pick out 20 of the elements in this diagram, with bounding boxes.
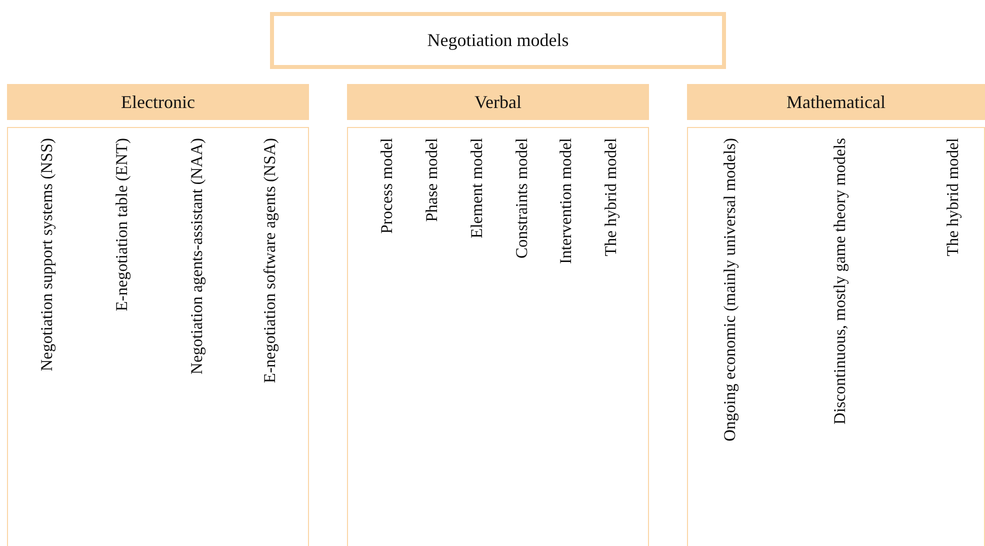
model-label: Ongoing economic (mainly universal models) xyxy=(722,138,738,442)
category-panel xyxy=(347,127,649,546)
model-label: Phase model xyxy=(424,138,440,222)
model-label: Negotiation support systems (NSS) xyxy=(39,138,56,372)
model-label: Process model xyxy=(379,138,396,234)
model-label: Element model xyxy=(469,138,486,238)
model-label: Discontinuous, mostly game theory models xyxy=(832,138,848,424)
model-label: E-negotiation table (ENT) xyxy=(114,138,130,312)
category-panel xyxy=(687,127,985,546)
model-label: Negotiation agents-assistant (NAA) xyxy=(189,138,206,374)
category-header: Electronic xyxy=(7,84,309,120)
category-header: Verbal xyxy=(347,84,649,120)
model-label: The hybrid model xyxy=(603,138,620,256)
model-label: Constraints model xyxy=(514,138,530,259)
model-label: Intervention model xyxy=(558,138,574,264)
title-box: Negotiation models xyxy=(270,12,726,69)
category-header: Mathematical xyxy=(687,84,985,120)
model-label: The hybrid model xyxy=(945,138,962,256)
model-label: E-negotiation software agents (NSA) xyxy=(262,138,278,384)
category-panel xyxy=(7,127,309,546)
